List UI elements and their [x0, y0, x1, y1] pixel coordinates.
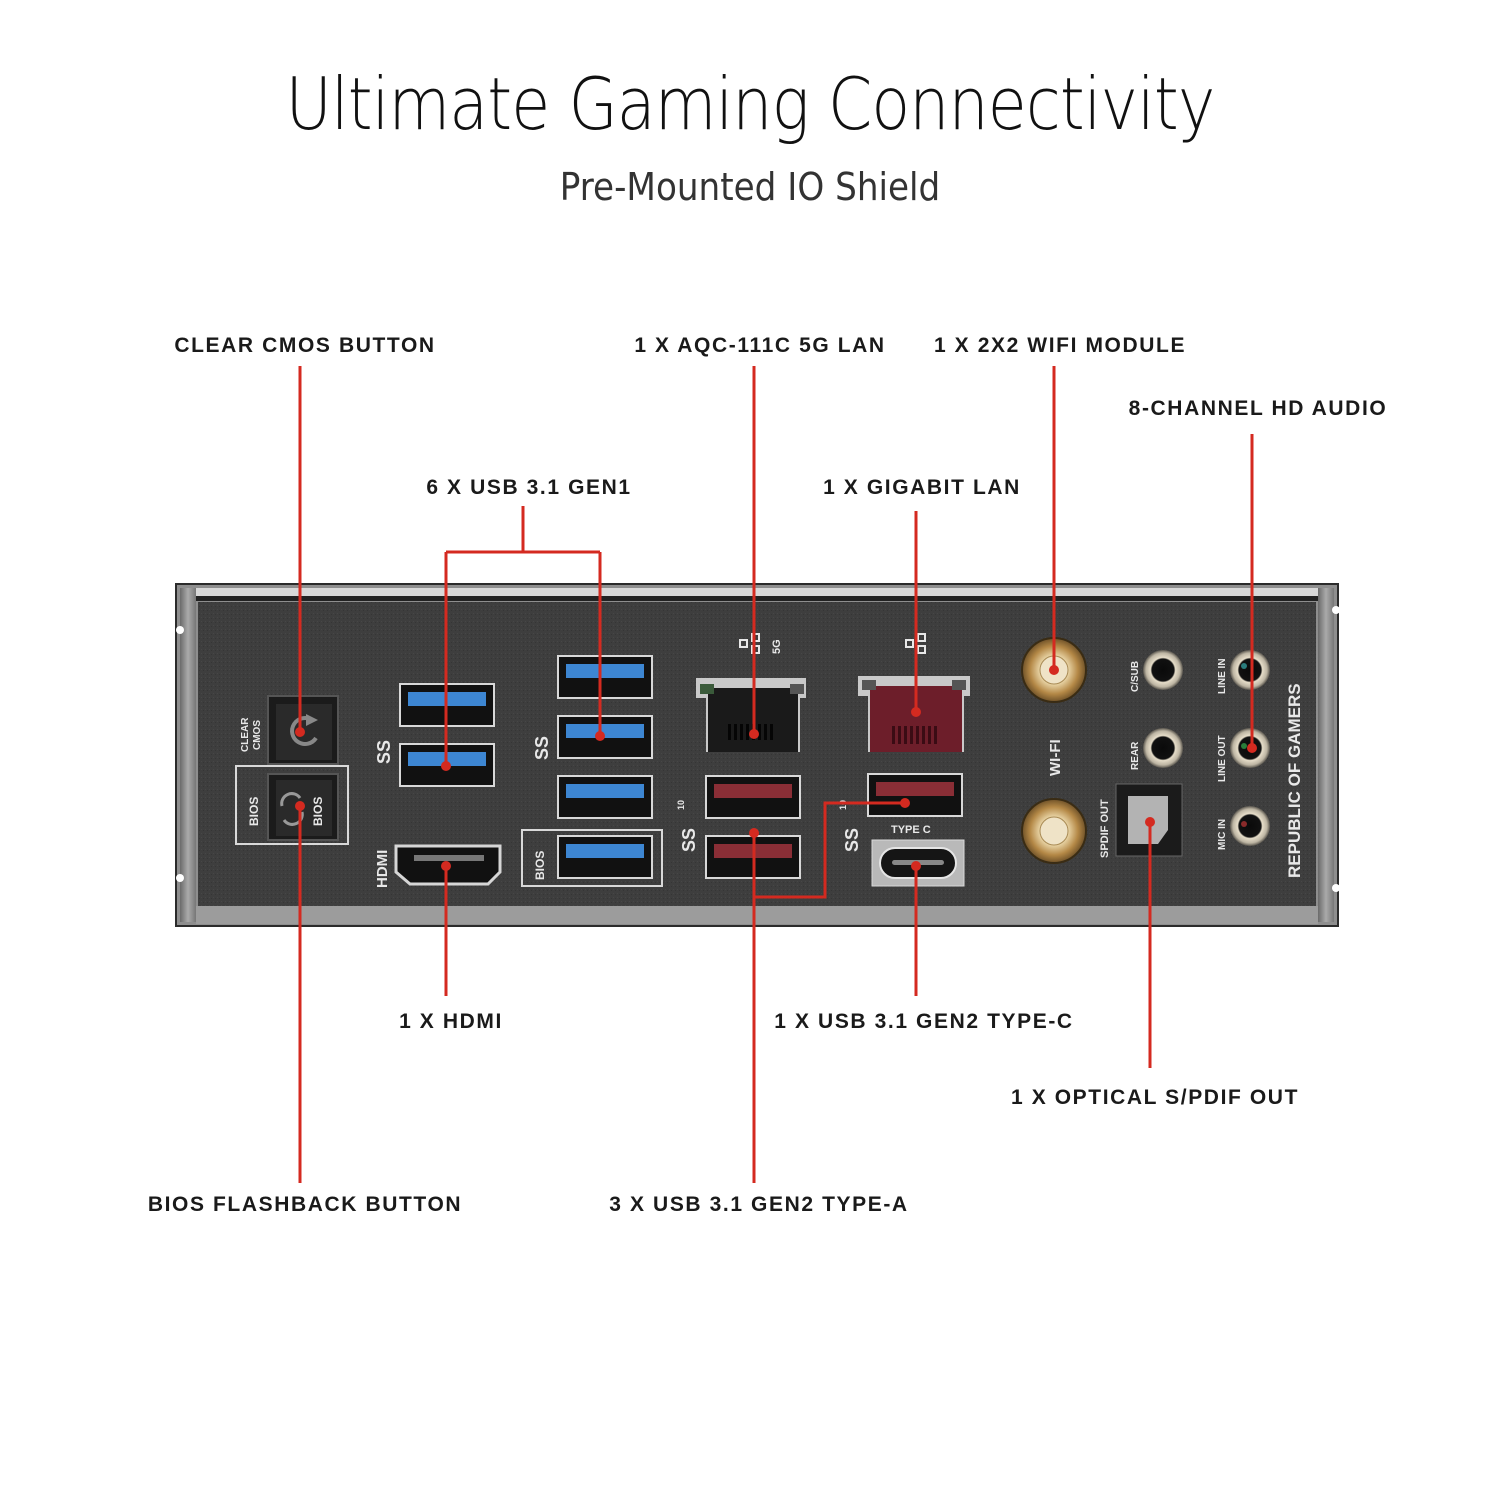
callout-hdmi: 1 X HDMI — [399, 1010, 503, 1033]
audio-jack-line-in[interactable] — [1230, 650, 1270, 690]
reset-icon — [290, 714, 318, 746]
page-title: Ultimate Gaming Connectivity — [285, 62, 1216, 146]
callout-gigabit-lan: 1 X GIGABIT LAN — [823, 476, 1021, 499]
refresh-icon — [280, 792, 304, 826]
usb-gen2-type-a-port[interactable] — [705, 775, 801, 819]
usb-bios-silk: BIOS — [533, 851, 547, 880]
usb-ss10-superscript-2: 10 — [838, 800, 848, 810]
usb-gen2-type-a-port[interactable] — [867, 773, 963, 817]
callout-line-usb-gen1 — [444, 506, 602, 766]
bios-button-outline — [235, 765, 349, 845]
usb-ss10-superscript-1: 10 — [676, 800, 686, 810]
usb-ss-logo-2: SS — [532, 736, 552, 760]
hdmi-silk: HDMI — [374, 850, 391, 888]
callout-clear-cmos: CLEAR CMOS BUTTON — [174, 334, 436, 357]
network-icon-gigabit — [905, 633, 926, 654]
audio-jack-mic-in[interactable] — [1230, 806, 1270, 846]
line-out-silk: LINE OUT — [1217, 735, 1228, 782]
callout-bios-flashback: BIOS FLASHBACK BUTTON — [147, 1193, 463, 1216]
lan-5g-port[interactable] — [696, 678, 806, 752]
rog-brand-text: REPUBLIC OF GAMERS — [1285, 683, 1304, 878]
callout-dots — [295, 665, 1257, 871]
callout-line-usb-gen2 — [752, 801, 905, 1183]
usb-gen1-port[interactable] — [557, 775, 653, 819]
callout-wifi: 1 X 2X2 WIFI MODULE — [933, 334, 1187, 357]
mic-in-silk: MIC IN — [1217, 819, 1228, 850]
usb-ss-logo-1: SS — [374, 740, 394, 764]
bios-button-text: BIOS — [311, 797, 325, 826]
lan-5g-silk: 5G — [771, 639, 783, 654]
bios-silk: BIOS — [247, 797, 261, 826]
type-c-silk: TYPE C — [891, 824, 931, 836]
clear-cmos-silk-1: CLEAR — [240, 717, 251, 752]
usb-gen1-port[interactable] — [557, 715, 653, 759]
callout-usb-typec: 1 X USB 3.1 GEN2 TYPE-C — [774, 1010, 1074, 1033]
wifi-antenna-connector-2[interactable] — [1021, 798, 1087, 864]
usb-ss10-logo-1: SS — [679, 828, 699, 852]
rear-silk: REAR — [1130, 741, 1141, 770]
callout-usb-gen1: 6 X USB 3.1 GEN1 — [426, 476, 632, 499]
line-in-silk: LINE IN — [1217, 658, 1228, 694]
csub-silk: C/SUB — [1130, 661, 1141, 692]
callout-lan-5g: 1 X AQC-111C 5G LAN — [634, 334, 886, 357]
audio-jack-rear[interactable] — [1143, 728, 1183, 768]
callout-spdif: 1 X OPTICAL S/PDIF OUT — [1010, 1086, 1300, 1109]
callout-lines — [298, 366, 1254, 1183]
page-subtitle: Pre-Mounted IO Shield — [559, 165, 941, 209]
usb-gen1-port[interactable] — [557, 655, 653, 699]
spdif-silk: SPDIF OUT — [1099, 799, 1111, 858]
usb-bios-outline — [521, 829, 663, 887]
wifi-silk: WI-FI — [1047, 739, 1064, 776]
usb-gen1-port[interactable] — [557, 835, 653, 879]
callout-audio: 8-CHANNEL HD AUDIO — [1128, 397, 1388, 420]
usb-ss10-logo-2: SS — [842, 828, 862, 852]
clear-cmos-silk-2: CMOS — [252, 720, 263, 750]
audio-jack-csub[interactable] — [1143, 650, 1183, 690]
callout-usb-gen2-a: 3 X USB 3.1 GEN2 TYPE-A — [609, 1193, 909, 1216]
